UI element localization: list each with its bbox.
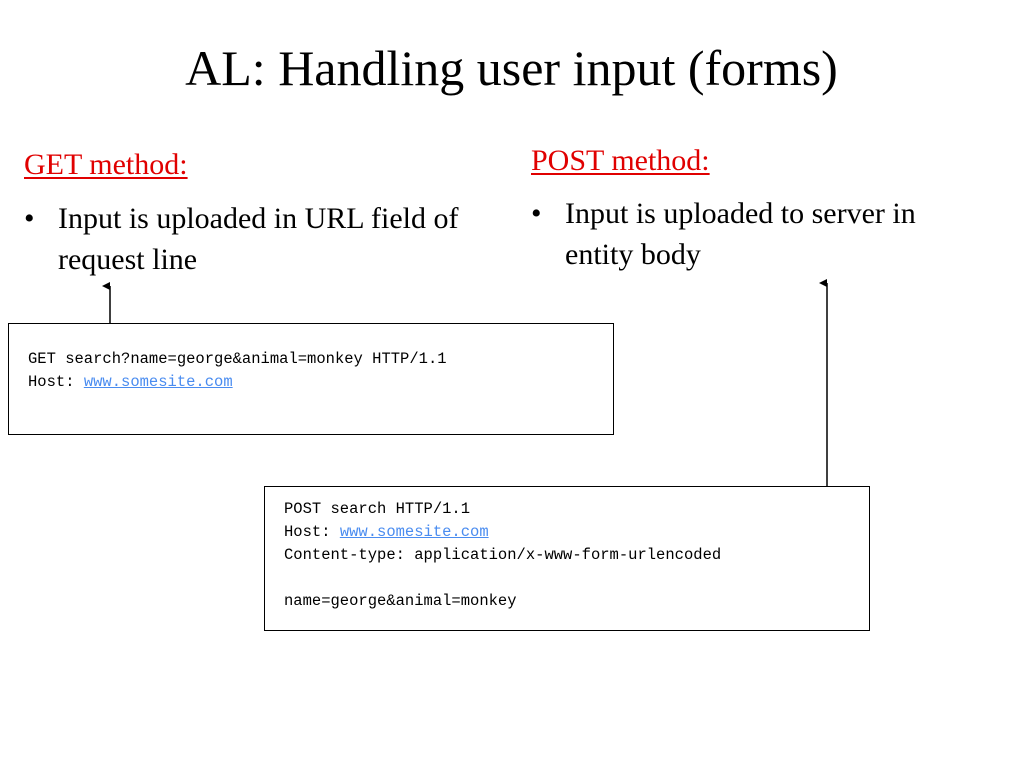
host-link[interactable]: www.somesite.com	[83, 373, 233, 391]
post-request-box: POST search HTTP/1.1 Host: www.somesite.…	[264, 486, 870, 631]
post-method-bullet-text: Input is uploaded to server in entity bo…	[565, 197, 916, 271]
host-link[interactable]: www.somesite.com	[339, 523, 489, 541]
get-host-line: Host: www.somesite.com	[28, 371, 613, 394]
slide-title: AL: Handling user input (forms)	[185, 40, 838, 96]
post-host-line: Host: www.somesite.com	[284, 521, 869, 544]
get-method-bullet: • Input is uploaded in URL field of requ…	[24, 198, 524, 280]
get-method-bullet-text: Input is uploaded in URL field of reques…	[58, 202, 459, 276]
post-method-heading: POST method:	[531, 144, 710, 177]
bullet-icon: •	[531, 197, 542, 230]
get-request-box: GET search?name=george&animal=monkey HTT…	[8, 323, 614, 435]
post-body-line: name=george&animal=monkey	[284, 592, 517, 610]
get-method-heading: GET method:	[24, 148, 188, 181]
bullet-icon: •	[24, 202, 35, 235]
blank-line	[284, 567, 869, 590]
post-content-type-line: Content-type: application/x-www-form-url…	[284, 546, 722, 564]
host-label: Host:	[28, 373, 84, 391]
post-method-bullet: • Input is uploaded to server in entity …	[531, 193, 971, 275]
get-request-line: GET search?name=george&animal=monkey HTT…	[28, 350, 447, 368]
post-request-line: POST search HTTP/1.1	[284, 500, 471, 518]
host-label: Host:	[284, 523, 340, 541]
